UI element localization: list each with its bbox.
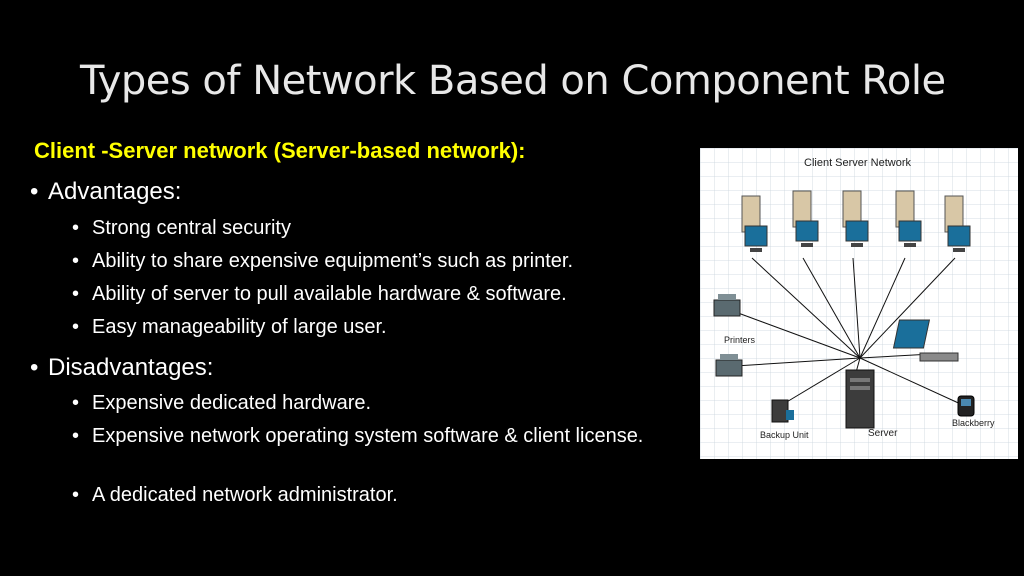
bullet-icon: • <box>30 354 39 381</box>
network-diagram-svg: Client Server Network <box>700 148 1018 459</box>
printer-icon <box>713 294 741 317</box>
bullet-icon: • <box>72 484 80 506</box>
bullet-icon: • <box>72 217 80 239</box>
advantages-label: Advantages: <box>48 178 182 205</box>
list-item: •Expensive dedicated hardware. <box>72 389 672 417</box>
list-item: •Strong central security <box>72 214 672 242</box>
bullet-icon: • <box>72 250 80 272</box>
backup-unit-label: Backup Unit <box>760 430 809 440</box>
laptop-icon <box>892 319 959 362</box>
workstation-icon <box>895 190 922 247</box>
bullet-icon: • <box>72 392 80 414</box>
bullet-icon: • <box>72 425 80 447</box>
bullet-icon: • <box>30 178 39 205</box>
bullet-icon: • <box>72 316 80 338</box>
blackberry-icon <box>957 395 975 417</box>
list-item: •A dedicated network administrator. <box>72 481 672 509</box>
connection-lines <box>729 257 966 407</box>
diagram-title: Client Server Network <box>804 157 911 169</box>
disadvantages-label: Disadvantages: <box>48 354 214 381</box>
workstation-icon <box>944 195 971 252</box>
workstation-icon <box>792 190 819 247</box>
server-label: Server <box>868 428 898 439</box>
client-server-diagram: Client Server Network <box>700 148 1018 459</box>
backup-unit-icon <box>771 399 794 423</box>
bullet-icon: • <box>72 283 80 305</box>
list-item: •Expensive network operating system soft… <box>72 422 682 450</box>
workstation-icon <box>842 190 869 247</box>
advantages-heading: • Advantages: <box>30 178 181 206</box>
printers-label: Printers <box>724 335 756 345</box>
list-item: •Ability of server to pull available har… <box>72 280 672 308</box>
disadvantages-heading: • Disadvantages: <box>30 354 213 382</box>
slide-title: Types of Network Based on Component Role <box>80 58 946 104</box>
workstation-icon <box>741 195 768 252</box>
printer-icon <box>715 354 743 377</box>
list-item: •Easy manageability of large user. <box>72 313 672 341</box>
section-heading: Client -Server network (Server-based net… <box>34 138 526 163</box>
list-item: •Ability to share expensive equipment’s … <box>72 247 672 275</box>
server-icon <box>845 369 875 429</box>
blackberry-label: Blackberry <box>952 418 995 428</box>
